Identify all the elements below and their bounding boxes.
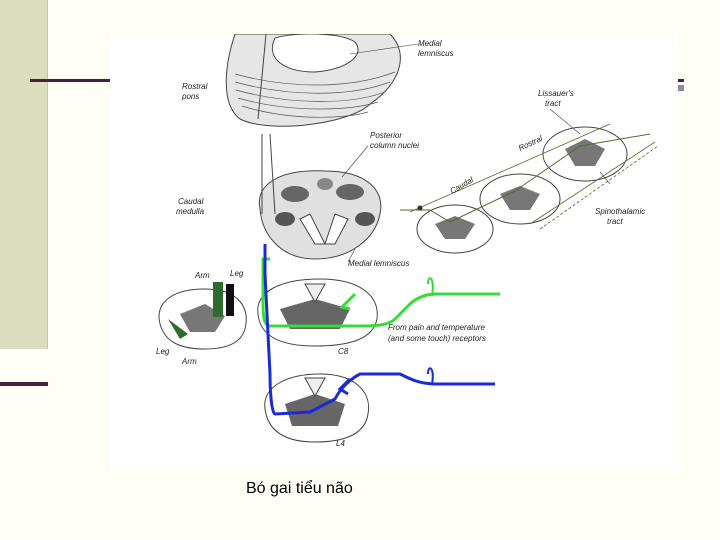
green-tract	[261, 257, 500, 328]
diagram-svg: Medial lemniscus Rostral pons Posterior …	[156, 34, 659, 448]
top-rule-right	[672, 79, 684, 82]
c8-cord-section	[257, 278, 378, 347]
label-spinothalamic-2: tract	[607, 217, 623, 226]
label-rostral-pons-2: pons	[181, 92, 199, 101]
label-posterior-column-2: column nuclei	[370, 141, 419, 150]
label-l4: L4	[336, 439, 345, 448]
blue-tract	[263, 244, 495, 416]
label-medial-lemniscus-top-1: Medial	[418, 39, 442, 48]
label-medial-lemniscus-top-2: lemniscus	[418, 49, 454, 58]
label-lissauer-1: Lissauer's	[538, 89, 574, 98]
label-spinothalamic-1: Spinothalamic	[595, 207, 645, 216]
top-rule-left	[30, 79, 115, 82]
rostral-pons-section	[225, 34, 401, 127]
top-rule-marker	[678, 85, 684, 91]
label-posterior-column-1: Posterior	[370, 131, 402, 140]
label-lissauer-2: tract	[545, 99, 561, 108]
lateral-cord-section	[158, 282, 247, 350]
caudal-medulla-section	[258, 133, 382, 260]
label-leg-bottom: Leg	[156, 347, 170, 356]
label-rostral-pons-1: Rostral	[182, 82, 208, 91]
label-medial-lemniscus-mid: Medial lemniscus	[348, 259, 409, 268]
label-caudal-medulla-2: medulla	[176, 207, 205, 216]
label-arm-bottom: Arm	[181, 357, 197, 366]
label-caudal-medulla-1: Caudal	[178, 197, 204, 206]
leader-lines	[341, 43, 611, 263]
label-arm-top: Arm	[194, 271, 210, 280]
label-receptors-2: (and some touch) receptors	[388, 334, 486, 343]
slide-caption: Bó gai tiểu não	[246, 480, 353, 497]
bottom-rule	[0, 382, 48, 386]
spinal-tract-diagram: Medial lemniscus Rostral pons Posterior …	[110, 34, 678, 470]
lissauer-segments	[400, 123, 659, 254]
label-c8: C8	[338, 347, 349, 356]
label-leg-top: Leg	[230, 269, 244, 278]
label-rostral: Rostral	[517, 134, 544, 153]
left-decor-panel	[0, 0, 48, 349]
label-receptors-1: From pain and temperature	[388, 323, 485, 332]
